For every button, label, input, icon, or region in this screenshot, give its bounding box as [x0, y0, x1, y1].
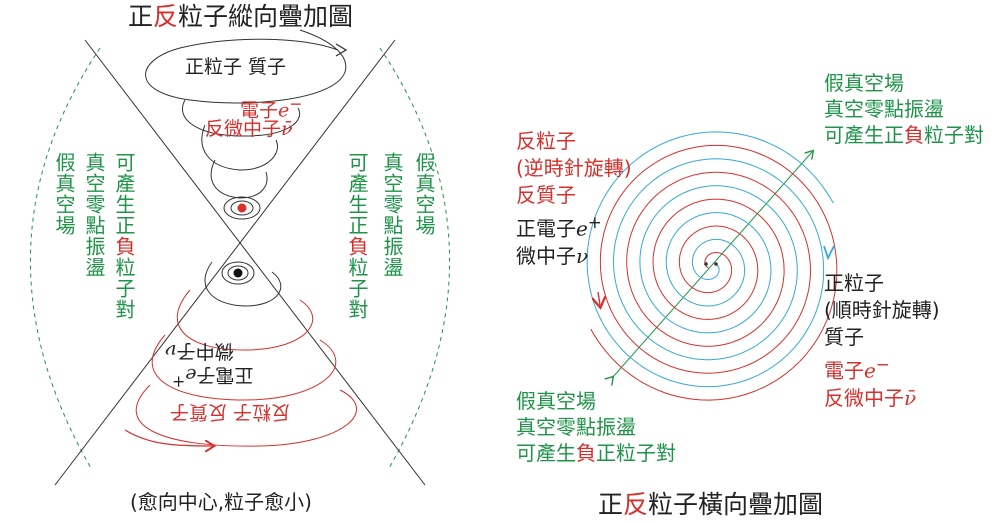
- particle-dot-black: [233, 268, 243, 278]
- spiral-red: [590, 144, 838, 401]
- spiral-group: [586, 131, 838, 401]
- cone-line-b: [54, 39, 396, 486]
- right-vacuum-outer: 假真空場: [412, 152, 436, 236]
- antineutrino-label: 反微中子ν̄: [205, 118, 293, 140]
- left-title: 正反粒子縱向疊加圖: [128, 2, 354, 31]
- inverted-antiparticle: 反粒子 反質子: [170, 401, 291, 423]
- right-vacuum-pair-a: 真空零點振盪: [380, 152, 404, 278]
- electron-label: 電子e−: [240, 94, 303, 122]
- inverted-positron: 正電子e+: [172, 364, 254, 392]
- top-label: 正粒子 質子: [185, 56, 287, 78]
- left-vacuum-pair-a: 真空零點振盪: [82, 152, 106, 278]
- right-vacuum-pair-b: 可產生正負粒子對: [345, 152, 369, 320]
- inverted-neutrino: 微中子ν: [165, 340, 234, 362]
- particle-block: 正粒子 (順時針旋轉) 質子 電子e− 反微中子ν̄: [824, 271, 940, 410]
- left-vacuum-outer: 假真空場: [52, 152, 76, 236]
- left-vacuum-pair-b: 可產生正負粒子對: [112, 152, 136, 320]
- particle-dot-red: [237, 203, 247, 213]
- spiral-blue: [586, 131, 834, 388]
- top-right-vacuum: 假真空場 真空零點振盪 可產生正負粒子對: [824, 71, 984, 147]
- antiparticle-block: 反粒子 (逆時針旋轉) 反質子 正電子e+ 微中子ν: [516, 129, 632, 268]
- spiral-arrow-red: [598, 291, 600, 305]
- upper-spiral: [145, 29, 347, 104]
- axis-line: [612, 152, 812, 378]
- right-title: 正反粒子橫向疊加圖: [598, 490, 824, 519]
- cone-line-a: [84, 39, 426, 486]
- bottom-left-vacuum: 假真空場 真空零點振盪 可產生負正粒子對: [516, 389, 676, 465]
- spiral-arrow-blue: [823, 245, 835, 261]
- left-caption: (愈向中心,粒子愈小): [130, 490, 312, 514]
